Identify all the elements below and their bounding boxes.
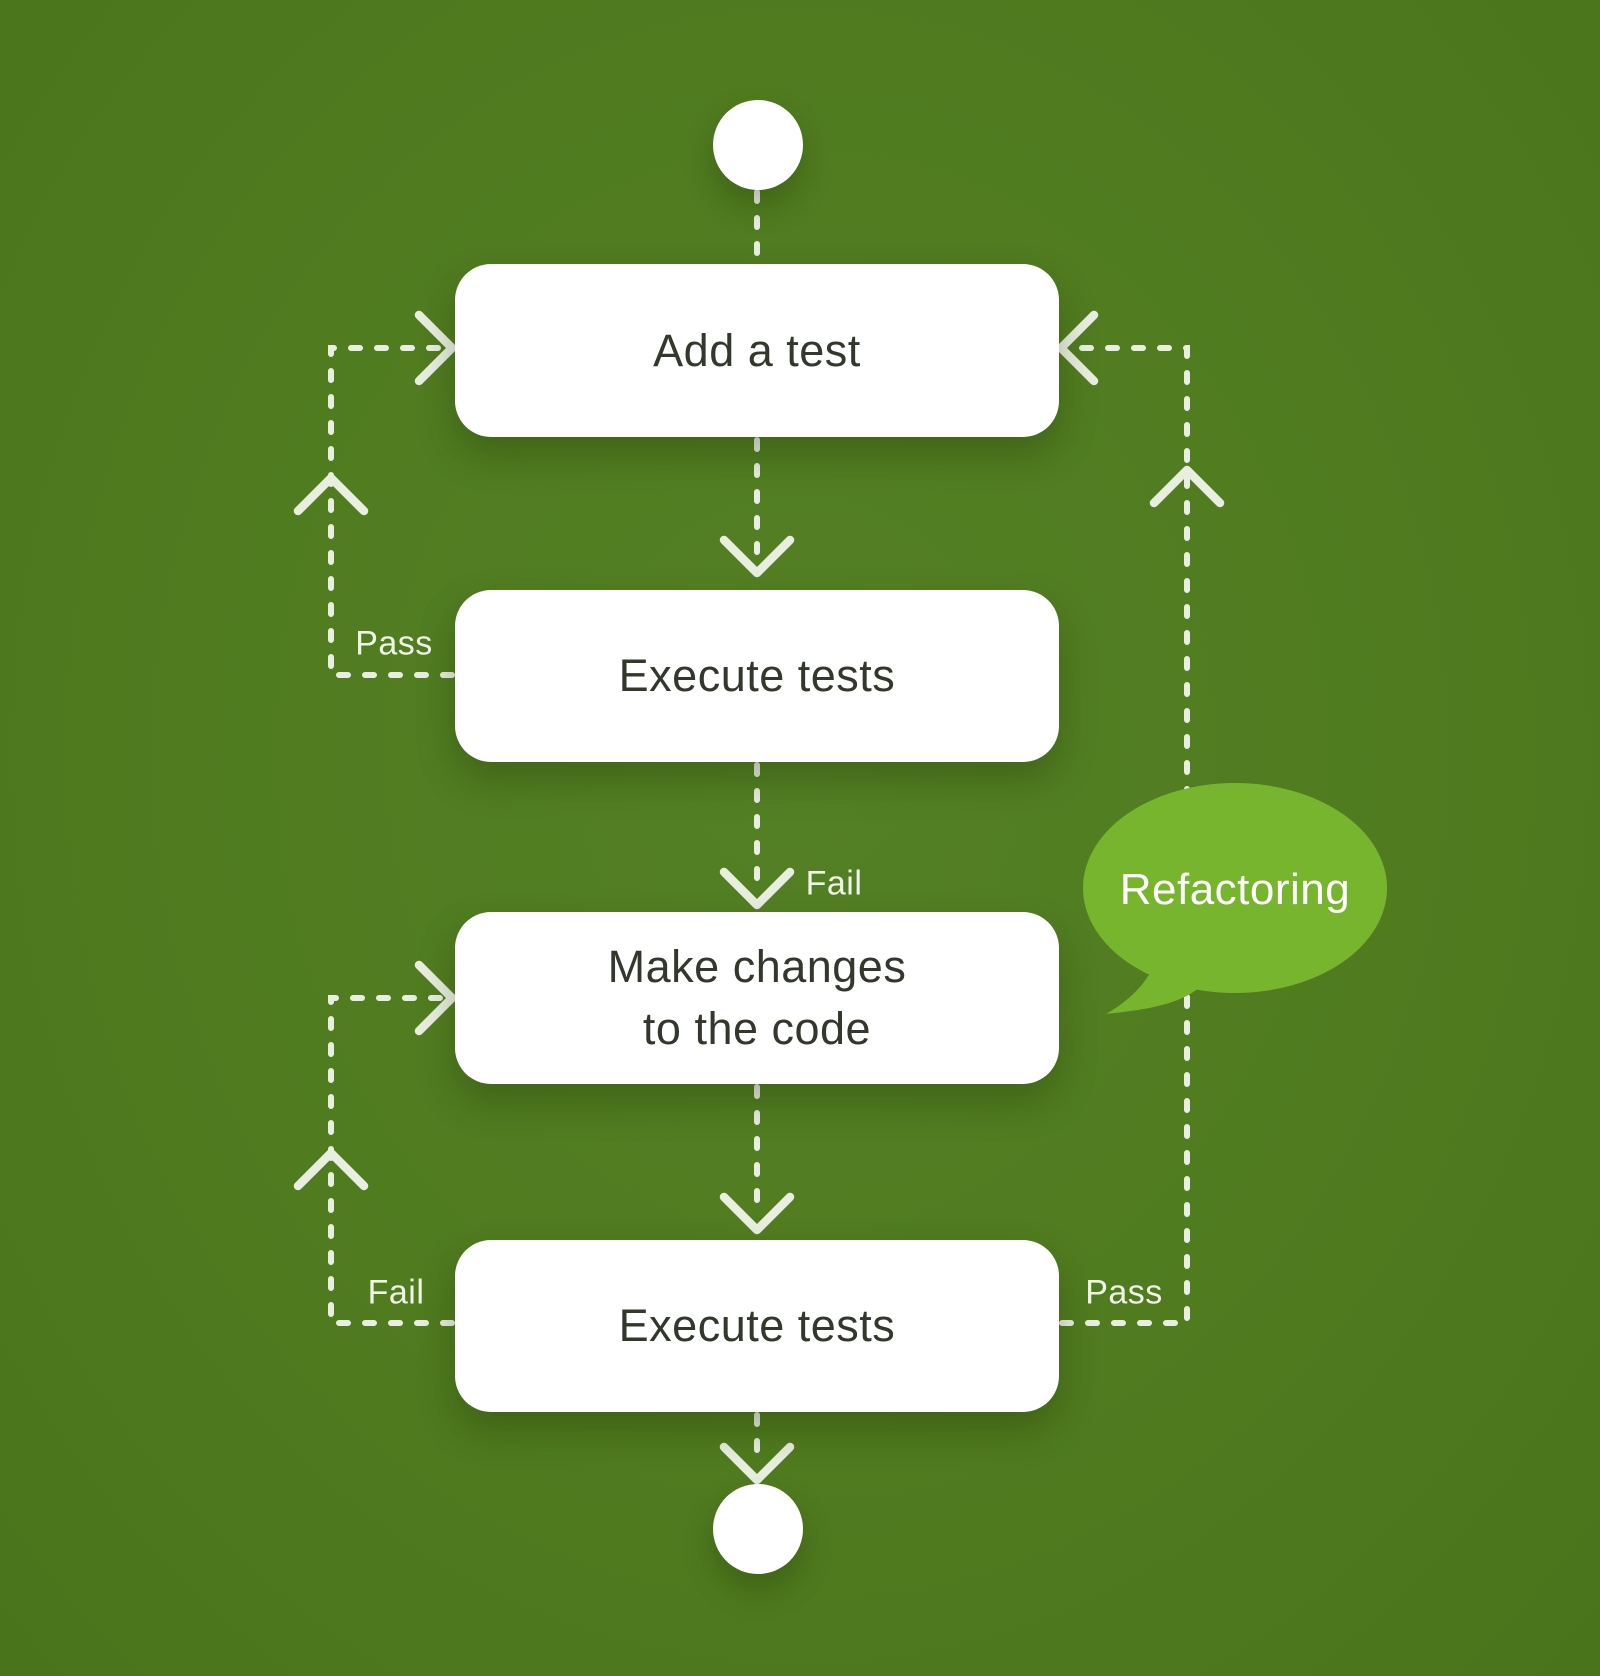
start-node — [713, 100, 803, 190]
end-node — [713, 1484, 803, 1574]
arrow-down-into-execute2-icon — [719, 1192, 795, 1235]
edge-label-fail-left: Fail — [367, 1273, 425, 1312]
node-execute-tests-1: Execute tests — [455, 590, 1059, 762]
edge-label-fail-center: Fail — [805, 864, 863, 903]
node-label: Execute tests — [618, 650, 896, 701]
connector-fail-loop-left — [328, 995, 455, 1326]
connector-pass-loop-right — [1059, 345, 1190, 1326]
arrow-right-into-add-test-icon — [414, 310, 457, 386]
bubble-ellipse — [1083, 783, 1387, 993]
arrow-down-into-end-icon — [719, 1442, 795, 1485]
node-add-a-test: Add a test — [455, 264, 1059, 437]
node-label: Execute tests — [618, 1300, 896, 1351]
refactoring-bubble-label: Refactoring — [1119, 865, 1351, 914]
arrow-up-left-bottom-loop-icon — [293, 1148, 369, 1191]
arrow-left-into-add-test-icon — [1056, 310, 1099, 386]
refactoring-bubble — [1083, 783, 1387, 1014]
arrow-down-into-execute1-icon — [719, 535, 795, 578]
arrow-down-into-make-changes-icon — [719, 867, 795, 910]
edge-label-pass-right: Pass — [1085, 1273, 1163, 1312]
node-label-line2: to the code — [642, 1003, 872, 1054]
node-execute-tests-2: Execute tests — [455, 1240, 1059, 1412]
arrow-up-left-top-loop-icon — [293, 473, 369, 516]
arrow-right-into-make-changes-icon — [414, 960, 457, 1036]
node-make-changes-to-the-code: Make changes to the code — [455, 912, 1059, 1084]
arrow-up-right-loop-icon — [1149, 465, 1225, 508]
node-label-line1: Make changes — [607, 941, 907, 992]
connector-pass-loop-left — [328, 345, 455, 678]
node-label: Add a test — [653, 324, 861, 376]
edge-label-pass-left: Pass — [355, 624, 433, 663]
